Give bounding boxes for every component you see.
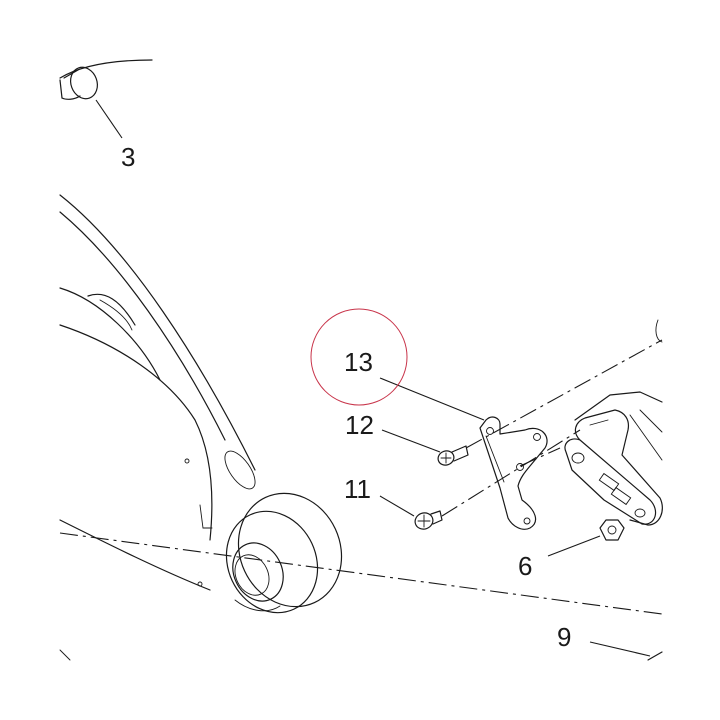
leader-13 bbox=[379, 377, 485, 421]
callout-13: 13 bbox=[344, 347, 373, 377]
part-6-nut bbox=[599, 519, 625, 541]
part-12-screw bbox=[437, 445, 469, 466]
part-3-bushing bbox=[59, 59, 153, 100]
axis-screw-11 bbox=[441, 429, 581, 517]
callout-12: 12 bbox=[345, 410, 374, 440]
centerline-pivot bbox=[59, 532, 663, 615]
leader-12 bbox=[381, 429, 441, 453]
part-9-edge bbox=[59, 649, 663, 661]
axis-nut-6 bbox=[519, 447, 561, 467]
rear-arm bbox=[59, 194, 343, 614]
callout-9: 9 bbox=[557, 622, 571, 652]
part-13-bracket bbox=[479, 416, 548, 530]
leader-9 bbox=[589, 641, 651, 657]
sensor-assembly bbox=[564, 319, 663, 526]
leader-11 bbox=[379, 495, 415, 517]
leader-6 bbox=[547, 535, 601, 557]
part-11-screw bbox=[414, 510, 443, 530]
callout-6: 6 bbox=[518, 551, 532, 581]
callout-3: 3 bbox=[121, 142, 135, 172]
leader-3 bbox=[95, 99, 123, 139]
axis-screw-12 bbox=[465, 339, 663, 449]
callout-11: 11 bbox=[344, 474, 371, 504]
highlight-circle-13 bbox=[310, 308, 408, 406]
